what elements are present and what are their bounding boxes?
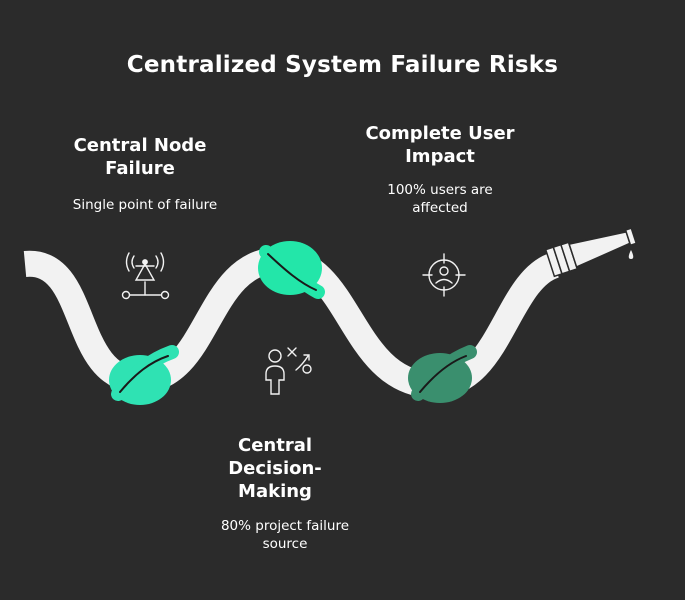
node-2-description-text: 80% project failure source (220, 518, 350, 552)
node-2-heading-text: Central Decision-Making (228, 435, 322, 502)
target-user-icon (422, 253, 466, 297)
node-2-description: 80% project failure source (205, 517, 365, 553)
knot-3 (408, 345, 477, 403)
node-3-description-text: 100% users are affected (387, 182, 493, 216)
antenna-tower-icon (121, 252, 170, 300)
node-1-heading-text: Central Node Failure (73, 135, 207, 179)
diagram-title: Centralized System Failure Risks (126, 52, 559, 78)
node-3-heading: Complete User Impact (345, 122, 535, 168)
knot-2 (258, 241, 325, 299)
node-1-description: Single point of failure (50, 196, 240, 214)
node-2-heading: Central Decision-Making (215, 434, 335, 503)
water-drop (628, 250, 634, 259)
node-1-heading: Central Node Failure (50, 134, 230, 180)
strategy-person-icon (265, 347, 312, 395)
knot-1 (109, 345, 179, 405)
node-1-description-text: Single point of failure (72, 197, 218, 213)
node-3-description: 100% users are affected (365, 181, 515, 217)
node-3-heading-text: Complete User Impact (365, 123, 515, 167)
hose-nozzle-icon (544, 227, 638, 278)
